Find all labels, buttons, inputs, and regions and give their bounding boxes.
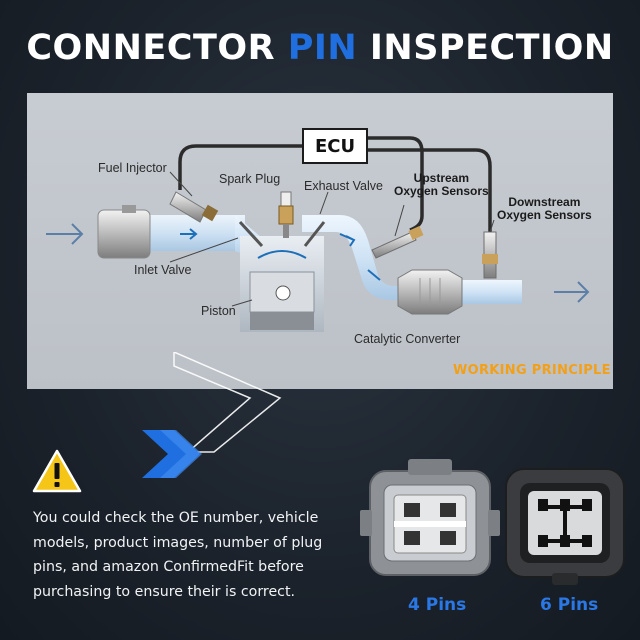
4-pin-connector-icon <box>360 459 500 576</box>
page-title: CONNECTOR PIN INSPECTION <box>0 28 640 68</box>
throttle-body <box>97 205 151 259</box>
exhaust-valve-shape <box>303 221 326 247</box>
label-catalytic-converter: Catalytic Converter <box>354 332 461 346</box>
label-fuel-injector: Fuel Injector <box>98 161 167 175</box>
title-accent: PIN <box>287 28 358 68</box>
exhaust-pipe <box>302 215 522 304</box>
label-downstream-line1: Downstream <box>508 195 581 209</box>
label-downstream-line2: Oxygen Sensors <box>497 208 592 222</box>
flow-arrows <box>46 223 590 303</box>
working-principle-caption: WORKING PRINCIPLE <box>453 363 611 378</box>
label-upstream-line2: Oxygen Sensors <box>394 184 489 198</box>
label-exhaust-valve: Exhaust Valve <box>304 179 383 193</box>
upstream-oxygen-sensor <box>371 225 424 259</box>
label-inlet-valve: Inlet Valve <box>134 263 192 277</box>
ecu-box: ECU <box>302 128 368 164</box>
internal-flow-arrows <box>180 228 381 281</box>
label-upstream-line1: Upstream <box>413 171 470 185</box>
spark-plug-shape <box>278 191 294 238</box>
label-upstream: Upstream Oxygen Sensors <box>394 172 489 198</box>
6-pin-connector-icon <box>505 468 625 585</box>
label-downstream: Downstream Oxygen Sensors <box>497 196 592 222</box>
inlet-valve-shape <box>238 220 264 248</box>
leader-lines <box>169 171 495 307</box>
downstream-oxygen-sensor <box>482 231 498 279</box>
title-part1: CONNECTOR <box>26 28 276 68</box>
notice-text: You could check the OE number, vehicle m… <box>33 510 323 600</box>
catalytic-converter-shape <box>397 269 463 315</box>
connector-label-6-pins: 6 Pins <box>540 595 599 615</box>
connector-label-4-pins: 4 Pins <box>408 595 467 615</box>
fuel-injector-shape <box>169 191 219 223</box>
title-part2: INSPECTION <box>369 28 614 68</box>
label-piston: Piston <box>201 304 236 318</box>
sensor-wires <box>178 136 492 232</box>
warning-icon <box>32 449 82 493</box>
chevron-decoration <box>142 352 282 478</box>
engine-block <box>240 236 324 332</box>
label-spark-plug: Spark Plug <box>219 172 281 186</box>
